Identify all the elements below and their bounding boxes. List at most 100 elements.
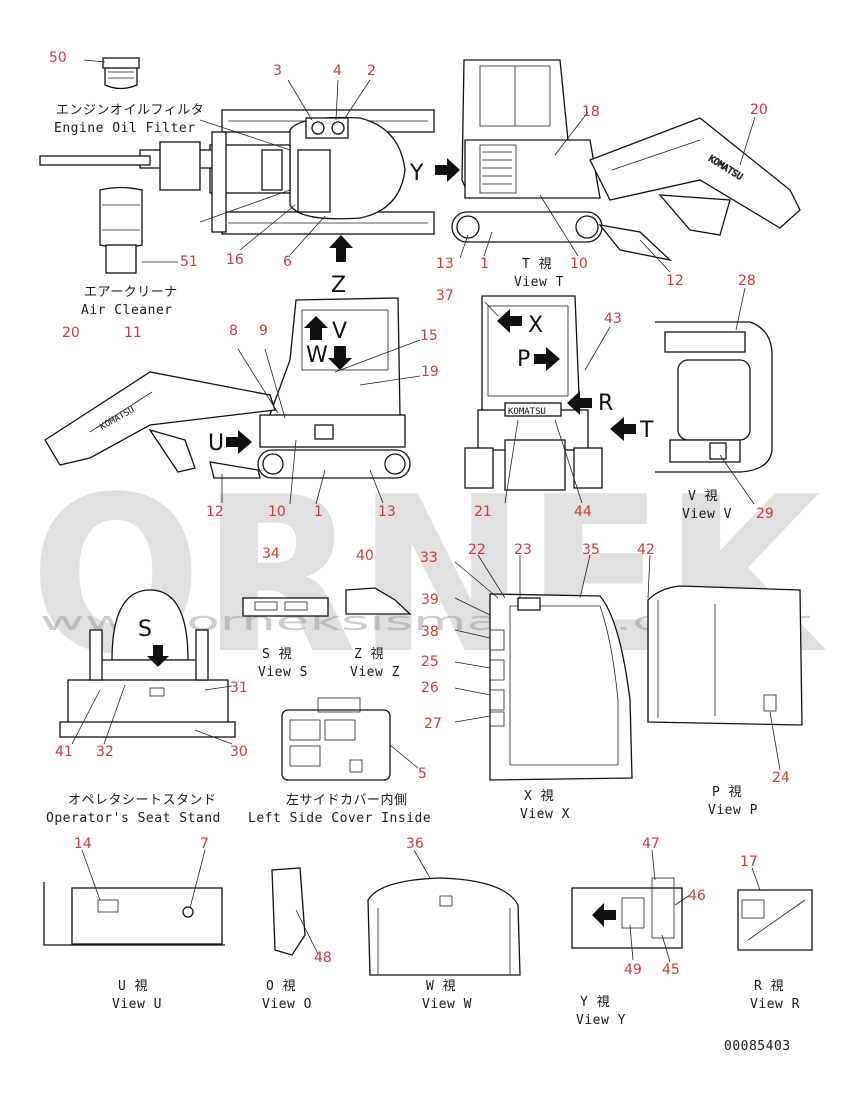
callout-42: 42 [637,542,655,558]
callout-34: 34 [262,546,280,562]
callout-36: 36 [406,836,424,852]
caption-engine-oil-filter-ja: エンジンオイルフィルタ [56,103,204,118]
letter-z: Z [331,273,346,298]
callout-4: 4 [333,63,342,79]
view-v-drawing [655,321,773,473]
air-cleaner-drawing [99,186,143,274]
callout-21: 21 [474,504,492,520]
view-u-drawing [43,882,225,946]
letter-s: S [138,617,152,642]
doc-code: 00085403 [724,1039,791,1054]
letter-t: T [639,418,654,443]
letter-v: V [332,319,347,344]
caption-view-v-en: View V [682,507,732,522]
callout-20-left: 20 [62,325,80,341]
caption-air-cleaner-ja: エアークリーナ [84,285,178,300]
caption-view-s-ja: S 視 [262,647,292,662]
callout-17: 17 [740,854,758,870]
caption-view-p-en: View P [708,803,758,818]
callout-46: 46 [688,888,706,904]
view-w-drawing [367,877,521,976]
letter-p: P [517,347,530,372]
arrow-s-icon [147,645,169,667]
callout-9: 9 [259,323,268,339]
arrow-r-icon [567,391,592,415]
view-r-drawing [737,889,813,951]
caption-seat-stand-ja: オペレタシートスタンド [68,793,217,808]
arrow-p-icon [534,347,560,371]
caption-view-p-ja: P 視 [712,785,742,800]
callout-41: 41 [55,744,73,760]
callout-24: 24 [772,770,790,786]
callout-29: 29 [756,506,774,522]
caption-view-v-ja: V 視 [688,489,718,504]
caption-view-w-en: View W [422,997,472,1012]
view-t-excavator [451,59,801,262]
arrow-y-icon [435,158,460,182]
callout-50: 50 [49,50,67,66]
callout-12-left: 12 [206,504,224,520]
caption-view-z-en: View Z [350,665,400,680]
callout-10-top: 10 [570,256,588,272]
operator-seat-stand-drawing [59,589,236,738]
caption-view-r-ja: R 視 [754,979,784,994]
letter-u: U [208,431,224,456]
leader-lines [71,59,781,963]
caption-view-s-en: View S [258,665,308,680]
view-captions: エンジンオイルフィルタ Engine Oil Filter エアークリーナ Ai… [46,103,799,1054]
callout-12-top: 12 [666,273,684,289]
left-side-cover-inside-drawing [281,697,391,781]
arrow-y2-icon [592,903,616,927]
callout-44: 44 [574,504,592,520]
callout-28: 28 [738,273,756,289]
arrow-u-icon [226,430,252,454]
left-side-excavator [44,297,411,479]
caption-view-o-ja: O 視 [266,979,296,994]
callout-5: 5 [418,766,427,782]
callout-48: 48 [314,950,332,966]
caption-view-z-ja: Z 視 [354,647,384,662]
caption-engine-oil-filter-en: Engine Oil Filter [54,121,196,136]
arrow-v-icon [304,316,328,340]
callout-13-left: 13 [378,504,396,520]
caption-left-cover-en: Left Side Cover Inside [248,811,431,826]
caption-seat-stand-en: Operator's Seat Stand [46,811,221,826]
view-letters: Y Z V W U X P R T S [138,161,654,642]
callout-31: 31 [230,680,248,696]
caption-view-o-en: View O [262,997,312,1012]
callout-22: 22 [468,542,486,558]
callout-1-left: 1 [314,504,323,520]
callout-30: 30 [230,744,248,760]
callout-49: 49 [624,962,642,978]
callout-10-left: 10 [268,504,286,520]
callout-33: 33 [420,550,438,566]
callout-38: 38 [421,624,439,640]
callout-14: 14 [74,836,92,852]
callout-numbers: 50 3 4 2 18 20 16 6 51 13 1 10 12 37 43 … [49,50,790,978]
callout-15: 15 [420,328,438,344]
caption-view-t-en: View T [514,275,564,290]
callout-23: 23 [514,542,532,558]
callout-16: 16 [226,252,244,268]
arrow-w-icon [328,346,352,370]
caption-view-w-ja: W 視 [426,979,456,994]
callout-20-top: 20 [750,102,768,118]
letter-r: R [598,391,613,416]
view-x-door-drawing [489,593,633,781]
callout-2: 2 [367,63,376,79]
engine-oil-filter-drawing [102,57,140,90]
callout-32: 32 [96,744,114,760]
letter-w: W [306,343,328,368]
callout-6: 6 [283,254,292,270]
callout-26: 26 [421,680,439,696]
caption-left-cover-ja: 左サイドカバー内側 [286,792,408,808]
callout-11: 11 [124,325,142,341]
callout-25: 25 [421,654,439,670]
callout-19: 19 [421,364,439,380]
callout-51: 51 [180,254,198,270]
caption-view-y-en: View Y [576,1013,626,1028]
callout-37: 37 [436,288,454,304]
view-p-drawing [647,585,803,726]
